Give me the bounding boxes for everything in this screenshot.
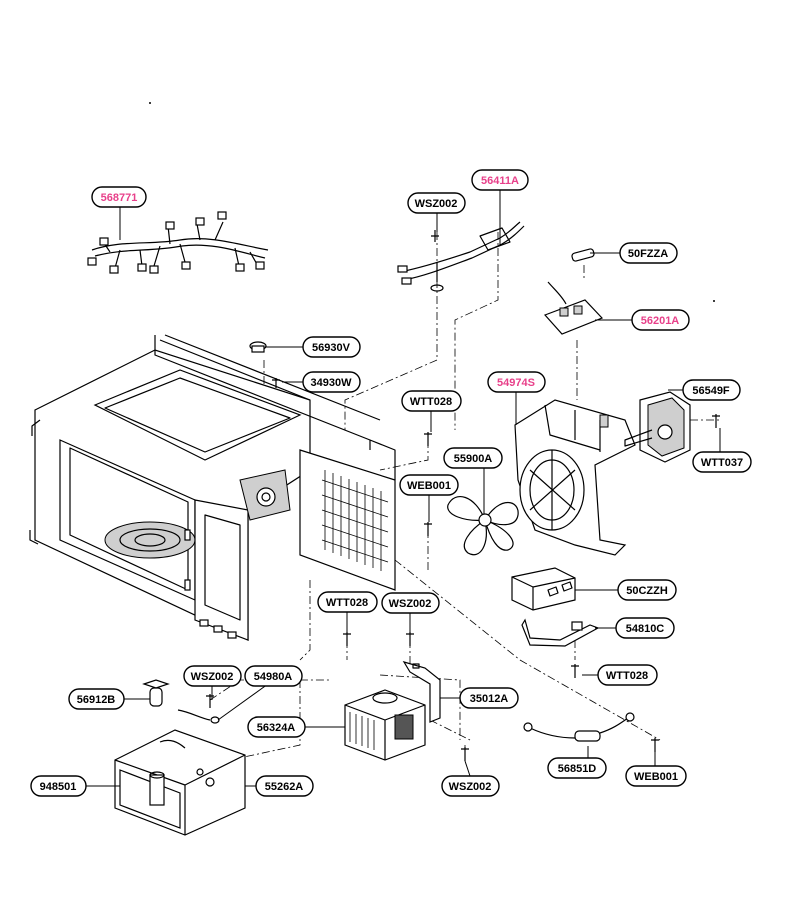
callout-56851d: 56851D [547,757,607,779]
svg-text:56851D: 56851D [558,763,597,775]
callout-wtt037: WTT037 [692,451,752,473]
svg-text:54810C: 54810C [626,623,665,635]
svg-text:WSZ002: WSZ002 [415,198,458,210]
svg-text:56930V: 56930V [312,342,351,354]
svg-text:34930W: 34930W [311,377,353,389]
svg-text:WSZ002: WSZ002 [389,598,432,610]
power-cord-part [397,221,525,292]
svg-text:568771: 568771 [101,192,138,204]
svg-text:WTT028: WTT028 [326,597,368,609]
callout-56324a: 56324A [247,716,306,738]
leader-lines [85,190,721,787]
thermostat-part [249,341,280,388]
callout-wsz002-mid: WSZ002 [381,592,440,614]
svg-text:56201A: 56201A [641,315,680,327]
svg-text:54980A: 54980A [254,671,293,683]
fan-motor-part [624,391,691,463]
fan-blade-part [447,496,519,556]
callout-wsz002-left: WSZ002 [183,665,242,687]
callout-wtt028-c: WTT028 [597,664,658,686]
callout-54980a: 54980A [244,665,303,687]
svg-text:56549F: 56549F [692,385,730,397]
svg-text:WTT037: WTT037 [701,457,743,469]
callout-web001-a: WEB001 [399,474,459,496]
svg-text:948501: 948501 [40,781,77,793]
callout-56201a: 56201A [631,309,690,331]
diode-part [523,712,635,742]
svg-text:50FZZA: 50FZZA [628,248,668,260]
callout-50fzza: 50FZZA [619,242,678,264]
callout-54974s: 54974S [487,371,546,393]
callout-web001-b: WEB001 [625,765,687,787]
callout-54810c: 54810C [615,617,675,639]
callout-56930v: 56930V [302,336,361,358]
fuse-part [571,248,595,262]
screws [206,414,720,761]
air-duct-part [514,399,636,556]
callout-wtt028-b: WTT028 [317,591,378,613]
svg-text:55900A: 55900A [454,453,493,465]
svg-text:56324A: 56324A [257,722,296,734]
callout-labels: 568771 WSZ002 56411A 50FZZA 56201A 56930… [30,169,752,797]
callout-56549f: 56549F [682,379,741,401]
wire-harness-part [87,211,269,274]
svg-text:WTT028: WTT028 [410,396,452,408]
svg-text:54974S: 54974S [497,377,535,389]
callout-56411a: 56411A [471,169,529,191]
callout-wtt028-a: WTT028 [401,390,462,412]
svg-text:WSZ002: WSZ002 [449,781,492,793]
svg-text:WEB001: WEB001 [634,771,678,783]
callout-55900a: 55900A [443,447,503,469]
callout-568771: 568771 [91,186,147,208]
callout-948501: 948501 [30,775,87,797]
noise-filter-part [543,281,604,335]
door-switch-part [142,679,211,721]
callout-50czzh: 50CZZH [617,579,677,601]
base-housing-part [114,729,246,836]
capacitor-part [511,567,576,611]
callout-55262a: 55262A [255,775,314,797]
callout-35012a: 35012A [459,687,519,709]
callout-wsz002-bot: WSZ002 [441,775,500,797]
svg-text:56411A: 56411A [481,175,519,187]
svg-text:WTT028: WTT028 [606,670,648,682]
magnetron-part [344,689,426,761]
transformer-bracket-part [402,661,441,723]
stirrer-part [210,716,220,724]
svg-text:35012A: 35012A [470,693,509,705]
svg-text:55262A: 55262A [265,781,304,793]
svg-text:WSZ002: WSZ002 [191,671,234,683]
callout-56912b: 56912B [68,688,125,710]
svg-text:WEB001: WEB001 [407,480,451,492]
oven-cavity-part [29,334,396,641]
svg-text:56912B: 56912B [77,694,116,706]
svg-text:50CZZH: 50CZZH [626,585,668,597]
callout-wsz002-top: WSZ002 [407,192,466,214]
speck [149,102,151,104]
capacitor-bracket-part [521,618,600,647]
speck [713,300,715,302]
callout-34930w: 34930W [302,371,361,393]
